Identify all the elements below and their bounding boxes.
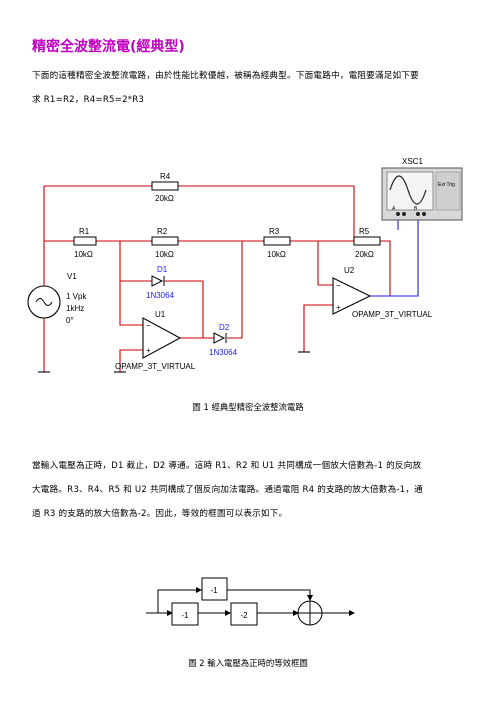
opamp-u1: − + [142,317,182,359]
svg-text:+: + [146,346,151,355]
r1-value: 10kΩ [74,250,93,259]
block-diagram: -1 -1 -2 [146,577,355,626]
intro-paragraph: 下面的這種精密全波整流電路，由於性能比較優越，被稱為經典型。下面電路中，電阻要滿… [32,64,472,112]
circuit-schematic: − + − + R4 20kΩ R1 10kΩ R2 10kΩ R3 10kΩ … [27,157,463,373]
u2-part: OPAMP_3T_VIRTUAL [352,310,433,319]
u1-name: U1 [155,310,166,319]
block-mid-2 [230,602,258,626]
r4-value: 20kΩ [155,194,174,203]
r3-value: 10kΩ [267,250,286,259]
wire-d1-right [164,280,204,338]
resistor-r5 [353,236,381,246]
body-paragraph: 當輸入電壓為正時，D1 截止，D2 導通。這時 R1、R2 和 U1 共同構成一… [32,454,472,526]
wire-u2-inverting [317,241,333,286]
r4-name: R4 [160,172,171,181]
diode-d1 [151,275,165,287]
svg-text:−: − [146,321,151,330]
d1-name: D1 [157,265,168,274]
intro-line-1: 下面的這種精密全波整流電路，由於性能比較優越，被稱為經典型。下面電路中，電阻要滿… [32,71,419,81]
sine-icon [35,298,53,306]
r5-value: 20kΩ [355,250,374,259]
body-line-1: 當輸入電壓為正時，D1 截止，D2 導通。這時 R1、R2 和 U1 共同構成一… [32,461,422,471]
figure-2-caption: 圖 2 輸入電壓為正時的等效框圖 [188,658,308,668]
oscilloscope-xsc1 [381,167,463,221]
wire-u2-noninv [303,304,333,352]
r3-name: R3 [269,227,280,236]
d2-name: D2 [219,323,230,332]
waveform-icon [389,175,427,205]
wire-u2-to-scope-b [370,218,419,297]
figure-1-caption: 圖 1 經典型精密全波整流電路 [192,402,304,412]
scope-channel-b: B [414,206,418,212]
resistor-r4 [151,181,179,191]
r5-name: R5 [359,227,370,236]
wire-u1-ground [119,349,143,372]
v1-frequency: 1kHz [66,304,84,313]
svg-text:+: + [336,303,341,312]
resistor-r3 [263,236,291,246]
svg-text:−: − [336,281,341,290]
body-line-2: 大電路。R3、R4、R5 和 U2 共同構成了個反向加法電路。通過電阻 R4 的… [32,485,423,495]
wire-u1-inverting [119,241,143,326]
resistor-r1 [73,236,97,246]
u1-part: OPAMP_3T_VIRTUAL [115,362,196,371]
v1-amplitude: 1 Vpk [66,292,87,301]
v1-name: V1 [67,272,77,281]
opamp-u2: − + [332,277,372,315]
arrow-top-branch-in [157,587,202,613]
block-mid-2-label: -2 [240,611,248,620]
r1-name: R1 [79,227,90,236]
block-top [201,577,228,601]
body-line-3: 過 R3 的支路的放大倍數為-2。因此，等效的框圖可以表示如下。 [32,509,288,519]
page-title: 精密全波整流電(經典型) [32,39,185,55]
wire-r4-right [178,185,355,241]
intro-line-2: 求 R1=R2，R4=R5=2*R3 [32,95,145,105]
r2-value: 10kΩ [155,250,174,259]
scope-name: XSC1 [402,157,423,166]
arrow-top-branch-out [227,589,313,601]
block-mid-1 [171,602,199,626]
scope-ext-trig: Ext Trig [438,182,455,188]
diode-d2 [213,332,227,344]
resistor-r2 [151,236,179,246]
block-mid-1-label: -1 [181,611,189,620]
v1-phase: 0° [66,316,74,325]
block-top-label: -1 [210,586,218,595]
r2-name: R2 [157,227,168,236]
d1-part: 1N3064 [146,291,175,300]
d2-part: 1N3064 [209,348,238,357]
wire-r5-out [380,240,391,296]
wire-d2-to-node [227,241,243,339]
u2-name: U2 [344,266,355,275]
scope-channel-a: A [392,206,396,212]
